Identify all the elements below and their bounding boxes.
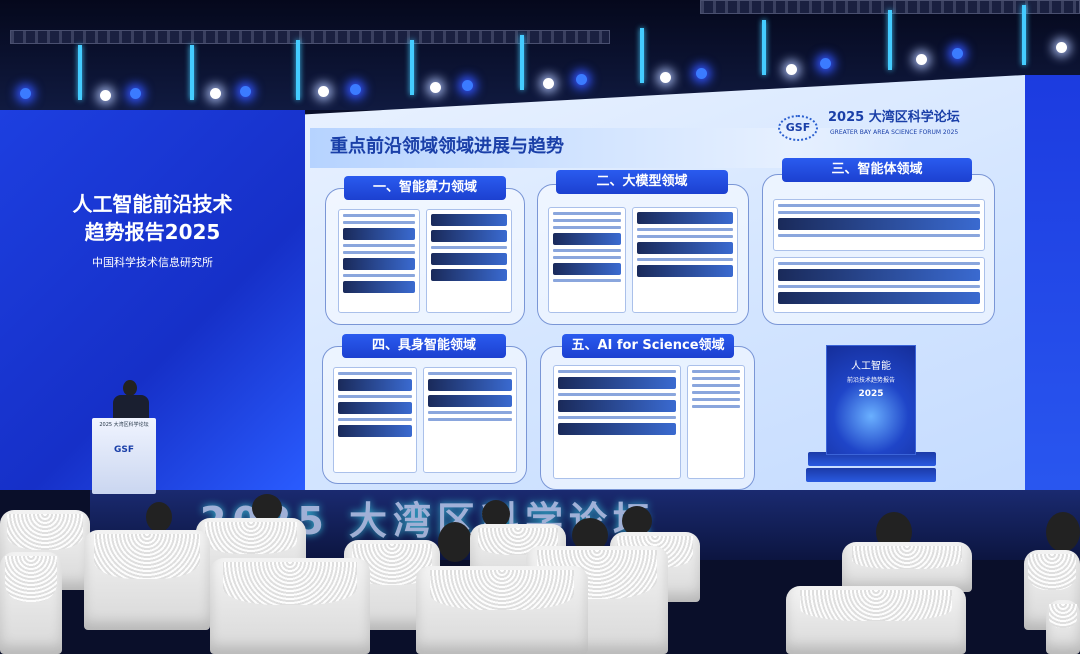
audience-chair [1046,600,1080,654]
content-card [548,207,626,313]
audience-head [252,494,282,522]
stage-light [820,58,831,69]
stage-light [916,54,927,65]
forum-name-cn: 2025 大湾区科学论坛 [828,110,960,125]
book-year: 2025 [858,389,884,399]
stage-light [430,82,441,93]
audience-chair [210,558,370,654]
audience-chair [842,542,972,592]
speaker-head [123,380,137,396]
stage-light [696,68,707,79]
stage-truss [0,0,1080,110]
stage-light [462,80,473,91]
content-card [338,209,420,313]
book-stack [806,468,936,482]
section-computing [325,188,525,325]
led-rod [78,45,82,100]
report-org: 中国科学技术信息研究所 [92,256,213,269]
audience-chair [84,530,210,630]
audience-head [146,502,172,532]
led-rod [190,45,194,100]
led-rod [640,28,644,83]
audience-head [438,522,472,562]
book-title-line1: 人工智能 [851,361,891,372]
section-label: 三、智能体领域 [782,158,972,182]
section-label: 二、大模型领域 [556,170,728,194]
right-screen [1022,75,1080,515]
section-embodied [322,346,527,484]
audience-head [1046,512,1080,552]
stage-light [210,88,221,99]
content-card [333,367,417,473]
slide-title: 重点前沿领域领域进展与趋势 [330,136,564,157]
speaker [113,395,149,421]
audience-head [622,506,652,536]
report-book-cover: 人工智能 前沿技术趋势报告 2025 [826,345,916,455]
content-card [632,207,738,313]
led-rod [410,40,414,95]
stage-light [130,88,141,99]
section-label: 一、智能算力领域 [344,176,506,200]
audience-chair [786,586,966,654]
stage-light [543,78,554,89]
stage-light [576,74,587,85]
audience-head [482,500,510,528]
podium-logo: GSF [113,445,135,455]
stage-light [952,48,963,59]
audience-chair [0,552,62,654]
podium: 2025 大湾区科学论坛 GSF [92,418,156,494]
stage-light [100,90,111,101]
content-card [773,199,985,251]
audience-chair [416,566,588,654]
stage-light [660,72,671,83]
truss-beam [10,30,610,44]
book-stack [808,452,936,466]
led-rod [762,20,766,75]
report-title-line2: 趋势报告2025 [84,220,221,244]
led-rod [1022,5,1026,65]
report-title-line1: 人工智能前沿技术 [72,192,233,216]
led-rod [888,10,892,70]
content-card [773,257,985,313]
content-card [687,365,745,479]
section-label: 四、具身智能领域 [342,334,506,358]
led-rod [520,35,524,90]
forum-name-en: GREATER BAY AREA SCIENCE FORUM 2025 [830,129,959,136]
stage-light [350,84,361,95]
led-rod [296,40,300,100]
podium-sign: 2025 大湾区科学论坛 [99,422,149,428]
stage-light [20,88,31,99]
section-llm [537,184,749,325]
gsf-logo: GSF [778,115,818,141]
content-card [553,365,681,479]
content-card [426,209,512,313]
content-card [423,367,517,473]
section-agent [762,174,995,325]
stage-light [786,64,797,75]
stage-light [318,86,329,97]
book-title-line2: 前沿技术趋势报告 [846,377,895,384]
stage-light [1056,42,1067,53]
section-ai-for-science [540,346,755,490]
stage-light [240,86,251,97]
section-label: 五、AI for Science领域 [562,334,734,358]
